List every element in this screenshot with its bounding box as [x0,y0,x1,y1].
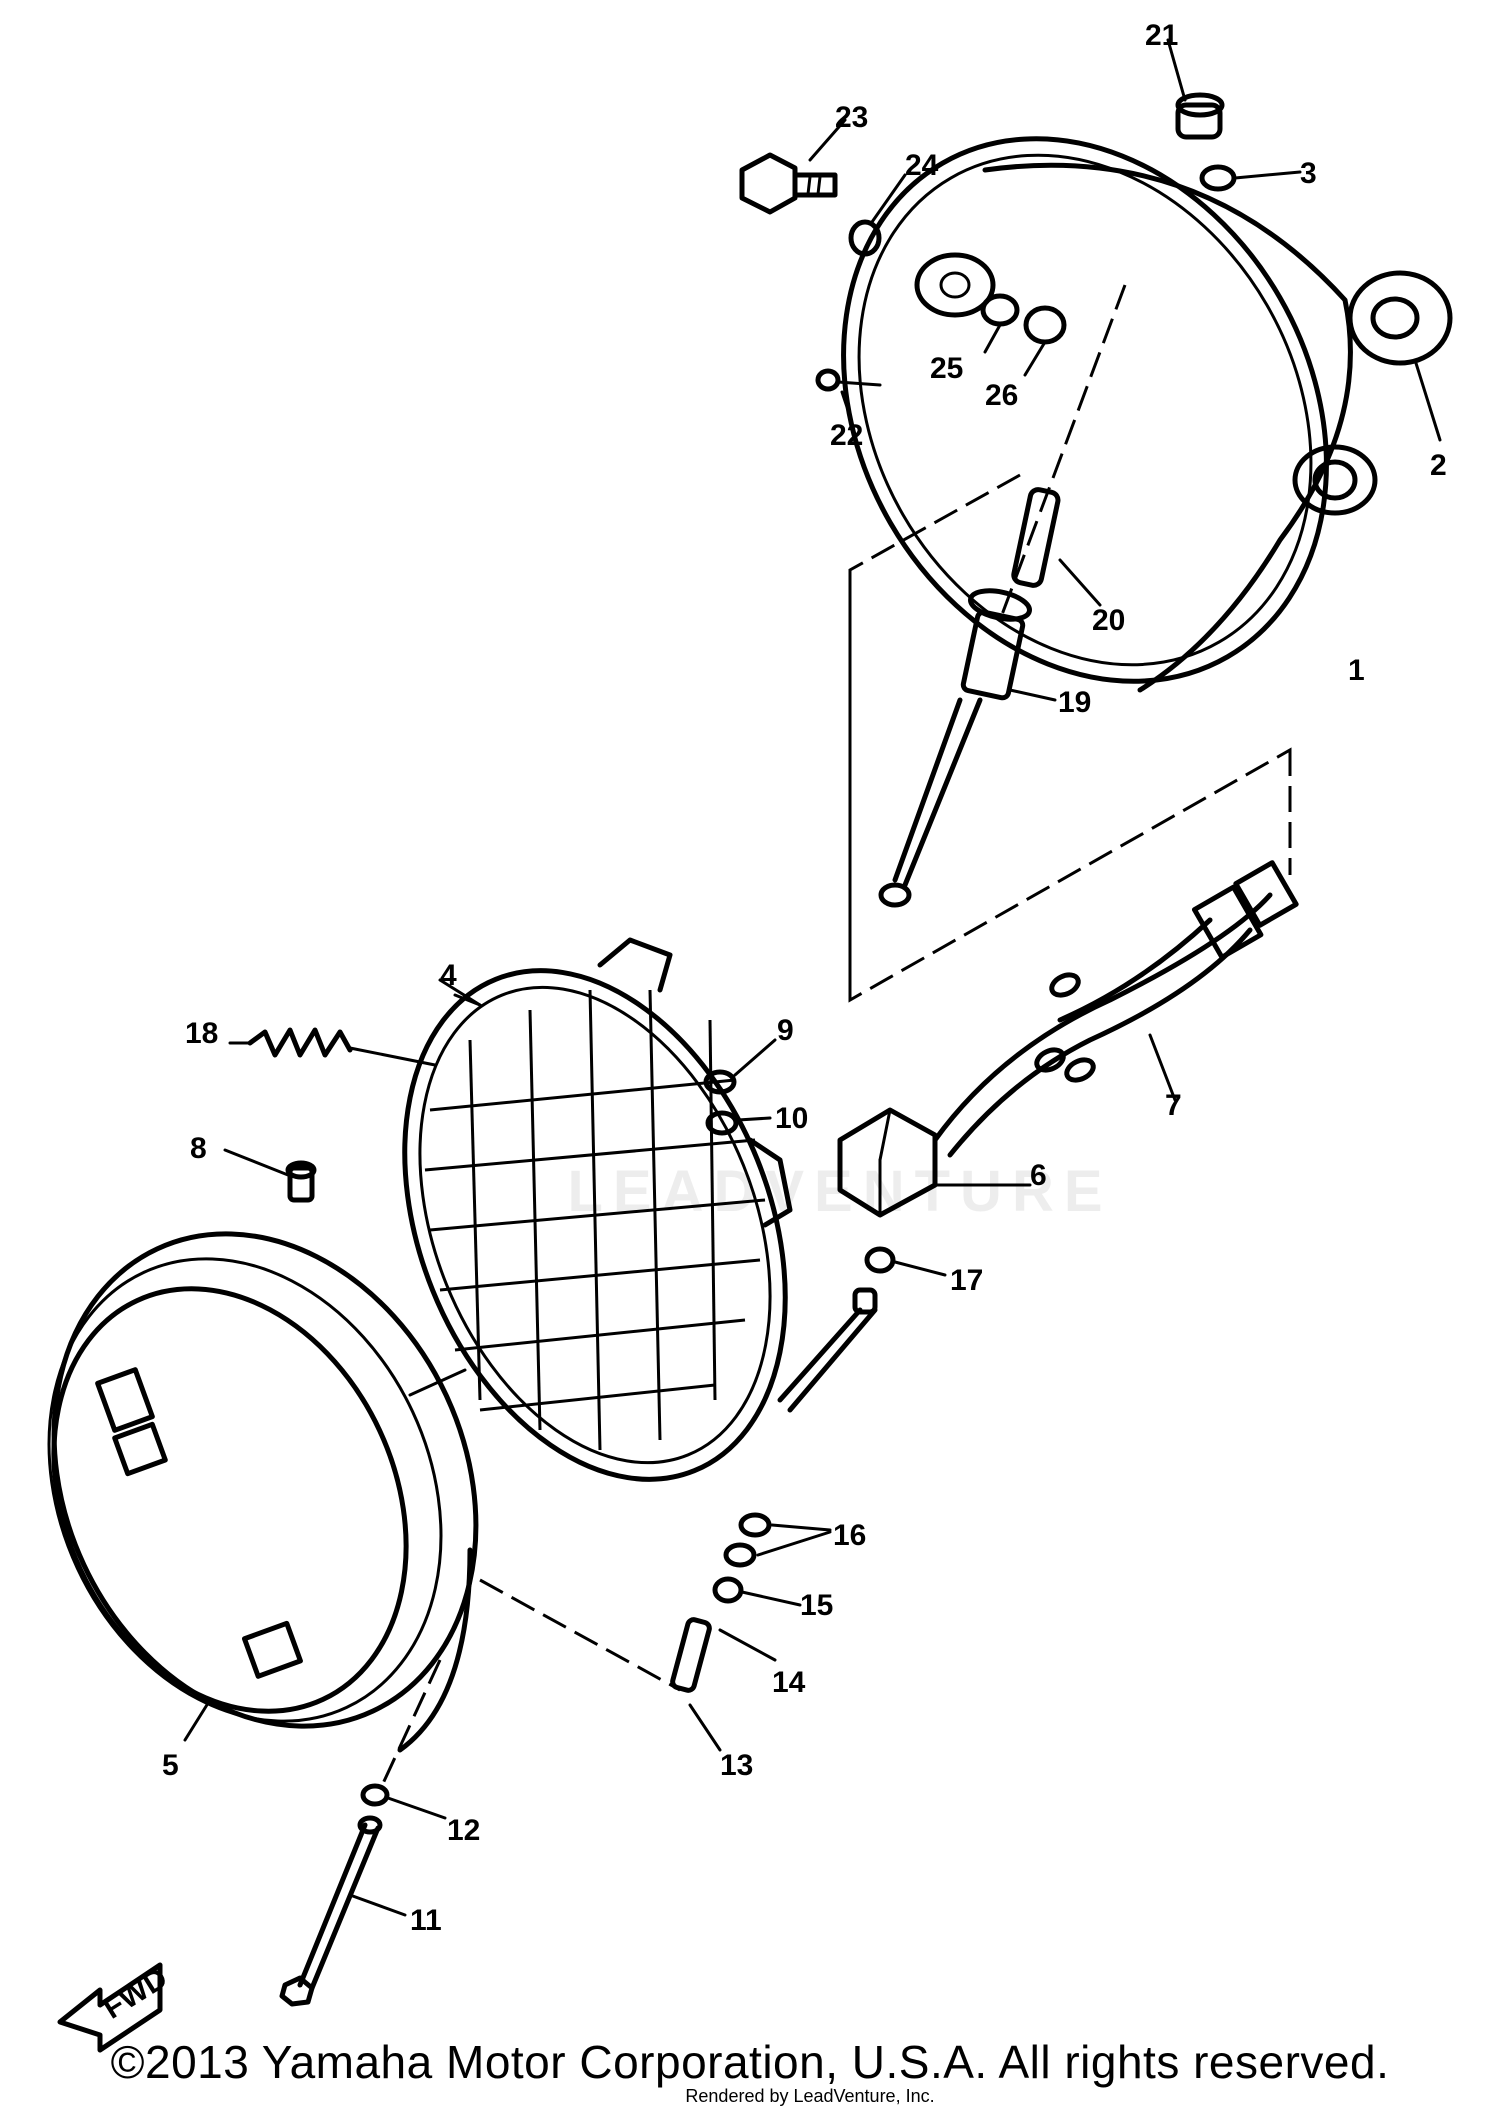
part-label-9: 9 [777,1014,794,1047]
bolt-part-13 [479,1578,722,1752]
part-label-8: 8 [190,1132,207,1165]
part-label-14: 14 [772,1666,806,1699]
connector-part-6 [837,1107,1032,1218]
part-label-1: 1 [1348,654,1365,687]
washer-part-24 [848,173,907,257]
part-label-10: 10 [775,1102,808,1135]
screw-part-8 [223,1148,317,1203]
rendered-by-note: Rendered by LeadVenture, Inc. [685,2086,935,2106]
screw-part-11 [279,1815,407,2007]
socket-part-19 [878,588,1057,908]
washer-part-12 [360,1659,447,1820]
collar-part-15 [712,1576,802,1607]
part-label-6: 6 [1030,1159,1047,1192]
screw-part-22 [815,368,882,412]
headlight-rim-part-5 [47,1231,479,1753]
clip-part-3 [1199,164,1302,192]
part-label-4: 4 [440,959,457,992]
spacer-part-14 [670,1617,777,1693]
washer-part-26 [1023,305,1067,377]
grommet-part-2 [1347,270,1453,442]
nut-part-25 [980,293,1020,354]
part-label-17: 17 [950,1264,983,1297]
part-label-22: 22 [830,419,863,452]
bulb-part-20 [1011,487,1102,607]
sealed-beam-unit-part-4 [402,937,793,1482]
spring-part-18 [228,1027,437,1067]
nut-part-17 [864,1246,947,1277]
part-label-19: 19 [1058,686,1091,719]
part-label-13: 13 [720,1749,753,1782]
part-label-7: 7 [1165,1089,1182,1122]
part-label-24: 24 [905,149,939,182]
cap-part-21 [1166,38,1225,140]
part-label-11: 11 [410,1904,442,1937]
headlight-housing [841,136,1378,693]
wire-harness-part-7 [932,860,1299,1158]
part-label-15: 15 [800,1589,833,1622]
lead-dashed-outline [848,284,1292,1003]
part-label-25: 25 [930,352,963,385]
part-label-3: 3 [1300,157,1317,190]
part-label-26: 26 [985,379,1018,412]
part-label-2: 2 [1430,449,1447,482]
part-label-23: 23 [835,101,868,134]
part-label-18: 18 [185,1017,218,1050]
part-label-21: 21 [1145,19,1178,52]
part-label-12: 12 [447,1814,480,1847]
bolt-part-23 [739,118,847,215]
watermark-text: LEADVENTURE [567,1159,1113,1224]
washer-part-10 [705,1110,772,1136]
part-label-20: 20 [1092,604,1125,637]
part-label-16: 16 [833,1519,866,1552]
part-label-5: 5 [162,1749,179,1782]
adjuster-part-16 [723,1287,878,1568]
copyright-notice: ©2013 Yamaha Motor Corporation, U.S.A. A… [110,2036,1390,2088]
